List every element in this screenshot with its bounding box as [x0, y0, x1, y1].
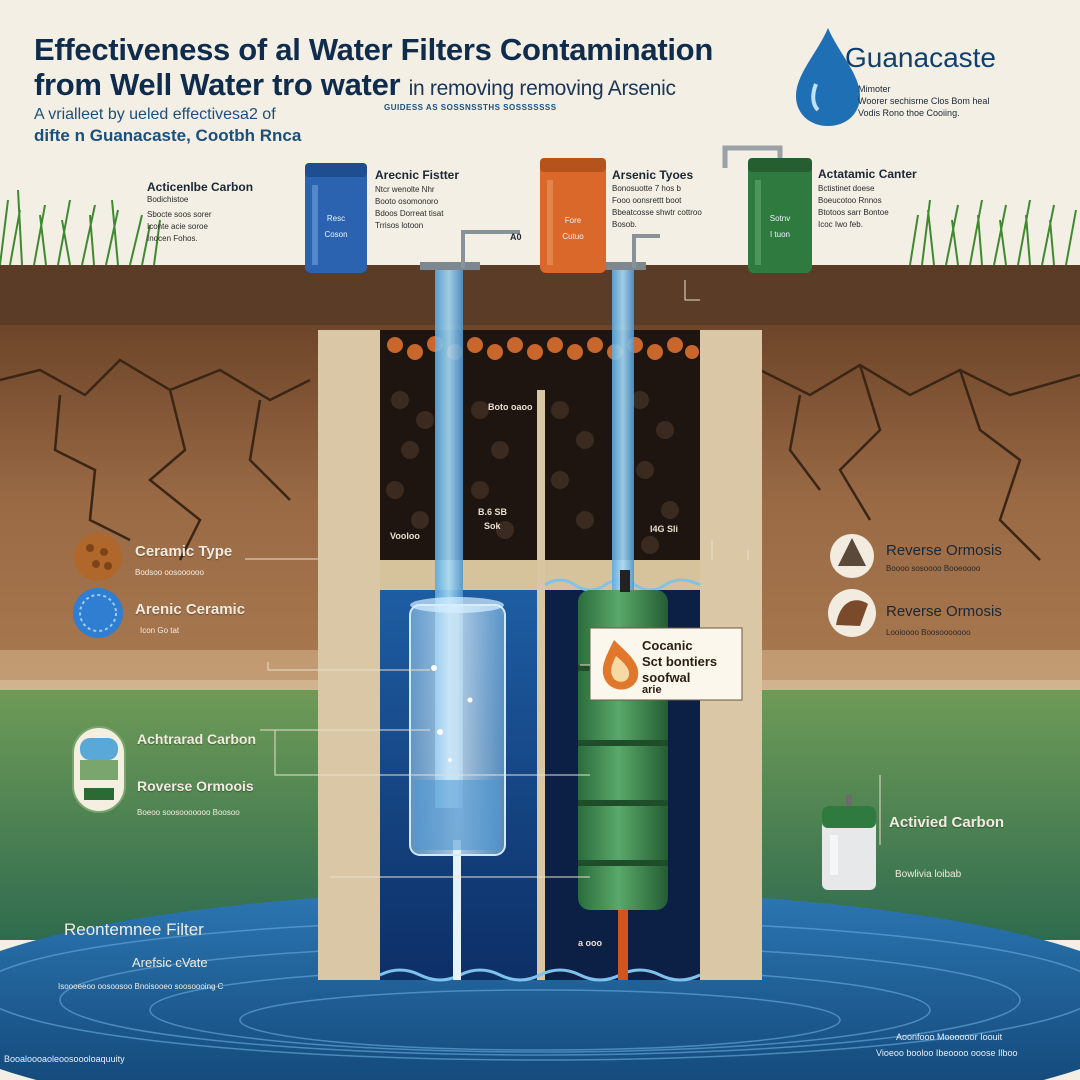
top-filter-3-desc-2: Fooo oonsrettt boot: [612, 196, 682, 205]
top-filter-3-desc-4: Bosob.: [612, 220, 637, 229]
title-line-2: from Well Water tro water in removing re…: [34, 67, 676, 103]
ceramic-type-swatch: [74, 533, 122, 581]
pipe-tag: A0: [510, 232, 522, 242]
activated-carbon-canister: [822, 795, 876, 890]
shaft-mark-4: I4G Sli: [650, 524, 679, 534]
top-filter-3-name: Arsenic Tyoes: [612, 168, 694, 182]
intake-pipe-right: [612, 268, 634, 598]
right-label-activated-carbon-desc: Bowlivia loibab: [895, 869, 962, 880]
top-filter-2-desc-2: Booto osomonoro: [375, 197, 439, 206]
top-filter-4-name: Actatamic Canter: [818, 167, 917, 181]
top-filter-4-desc-3: Btotoos sarr Bontoe: [818, 208, 889, 217]
top-filter-1-desc-3: Iconte acie soroe: [147, 222, 208, 231]
bottom-left-desc: Isoooeeoo oosoosoo Bnoisooeo soosoooing …: [58, 982, 224, 991]
shaft-mark-5: a ooo: [578, 938, 602, 948]
callout-line-1: Cocanic: [642, 638, 693, 653]
callout-line-3: soofwal: [642, 670, 691, 685]
brand-line-3: Vodis Rono thoe Cooiing.: [858, 108, 960, 118]
soil-cracks: [0, 358, 1080, 561]
left-label-reverse-osmosis-desc: Boeoo soosooooooo Boosoo: [137, 808, 240, 817]
top-filter-1-desc-2: Sbocte soos sorer: [147, 210, 212, 219]
top-filter-3-desc-3: Bbeatcosse shwtr cottroo: [612, 208, 702, 217]
top-filter-4-desc-4: Icoc Iwo feb.: [818, 220, 863, 229]
callout-line-4: arie: [642, 684, 662, 696]
subtitle-line-1: A vrialleet by ueled effectivesa2 of: [34, 106, 276, 123]
top-filter-1-desc-1: Bodichistoe: [147, 195, 189, 204]
left-label-ceramic-type-desc: Bodsoo oosoooooo: [135, 568, 204, 577]
reverse-osmosis-swatch-1: [830, 534, 874, 578]
right-label-reverse-osmosis-2-desc: Looioooo Boosooooooo: [886, 628, 971, 637]
bottom-left-foot: Booaloooaoleoosoooloaquuity: [4, 1054, 125, 1064]
top-tank-orange: [540, 158, 606, 273]
tank-2-text-1: Fore: [564, 216, 582, 225]
title-line-1: Effectiveness of al Water Filters Contam…: [34, 32, 713, 67]
top-filter-2-desc-4: Trrisos lotoon: [375, 221, 424, 230]
top-filter-2-desc-3: Bdoos Dorreat tisat: [375, 209, 444, 218]
shaft-mark-2b: Sok: [484, 521, 501, 531]
reverse-osmosis-swatch-2: [828, 589, 876, 637]
right-label-activated-carbon: Activied Carbon: [889, 814, 1005, 831]
top-tank-blue: [305, 163, 367, 273]
brand-line-2: Woorer sechisrne Clos Bom heal: [858, 96, 990, 106]
right-label-reverse-osmosis-1-desc: Boooo sosoooo Booeoooo: [886, 564, 981, 573]
bottom-left-sub: Arefsic cVate: [132, 955, 208, 970]
water-drop-icon: [796, 28, 860, 126]
top-filter-2-name: Arecnic Fistter: [375, 168, 460, 182]
right-label-reverse-osmosis-2: Reverse Ormosis: [886, 603, 1002, 620]
tagline: GUIDESS AS SOSSNSSTHS SOSSSSSSS: [384, 103, 557, 112]
shaft-mark-1: Boto oaoo: [488, 402, 533, 412]
callout-line-2: Sct bontiers: [642, 654, 718, 669]
left-label-reverse-osmosis: Roverse Ormoois: [137, 778, 254, 794]
grass-right: [909, 199, 1077, 266]
callout-box: [589, 627, 743, 701]
bottom-right-line-1: Aoonfooo Moooooor Ioouit: [896, 1032, 1003, 1042]
top-tank-green: [722, 145, 812, 273]
tank-1-text-2: Coson: [324, 230, 348, 239]
right-label-reverse-osmosis-1: Reverse Ormosis: [886, 542, 1002, 559]
bottom-left-title: Reontemnee Filter: [64, 920, 204, 939]
left-label-ceramic-type: Ceramic Type: [135, 543, 233, 560]
subtitle-line-2: difte n Guanacaste, Cootbh Rnca: [34, 126, 302, 145]
left-label-activated-carbon: Achtrarad Carbon: [137, 731, 257, 747]
top-filter-1-name: Acticenlbe Carbon: [147, 180, 254, 194]
top-filter-4-desc-1: Bctistinet doese: [818, 184, 875, 193]
title-line-2-sub: in removing removing Arsenic: [408, 77, 676, 100]
activated-carbon-badge: [72, 726, 126, 813]
glass-filter-vessel: [409, 597, 506, 856]
left-label-arenic-ceramic: Arenic Ceramic: [135, 601, 246, 618]
top-filter-4-desc-2: Boeucotoo Rnnos: [818, 196, 882, 205]
shaft-mark-3: Vooloo: [390, 531, 420, 541]
topsoil-layer: [0, 265, 1080, 325]
arenic-ceramic-swatch: [73, 588, 123, 638]
left-label-arenic-ceramic-desc: Icon Go tat: [140, 626, 180, 635]
tank-3-text-2: I tuon: [769, 230, 790, 239]
top-filter-2-desc-1: Ntcr wenolte Nhr: [375, 185, 435, 194]
tank-3-text-1: Sotnv: [769, 214, 791, 223]
title-line-2-main: from Well Water tro water: [34, 67, 401, 102]
brand-line-1: Mimoter: [858, 84, 891, 94]
top-filter-3-desc-1: Bonosuotte 7 hos b: [612, 184, 681, 193]
tank-2-text-2: Cutuo: [562, 232, 584, 241]
top-filter-1-desc-4: Inocen Fohos.: [147, 234, 198, 243]
bottom-right-line-2: Vioeoo booloo Ibeoooo ooose Ilboo: [876, 1048, 1018, 1058]
shaft-mark-2: B.6 SB: [478, 507, 508, 517]
brand-name: Guanacaste: [845, 42, 996, 73]
grass-left: [0, 189, 161, 266]
tank-1-text-1: Resc: [326, 214, 346, 223]
